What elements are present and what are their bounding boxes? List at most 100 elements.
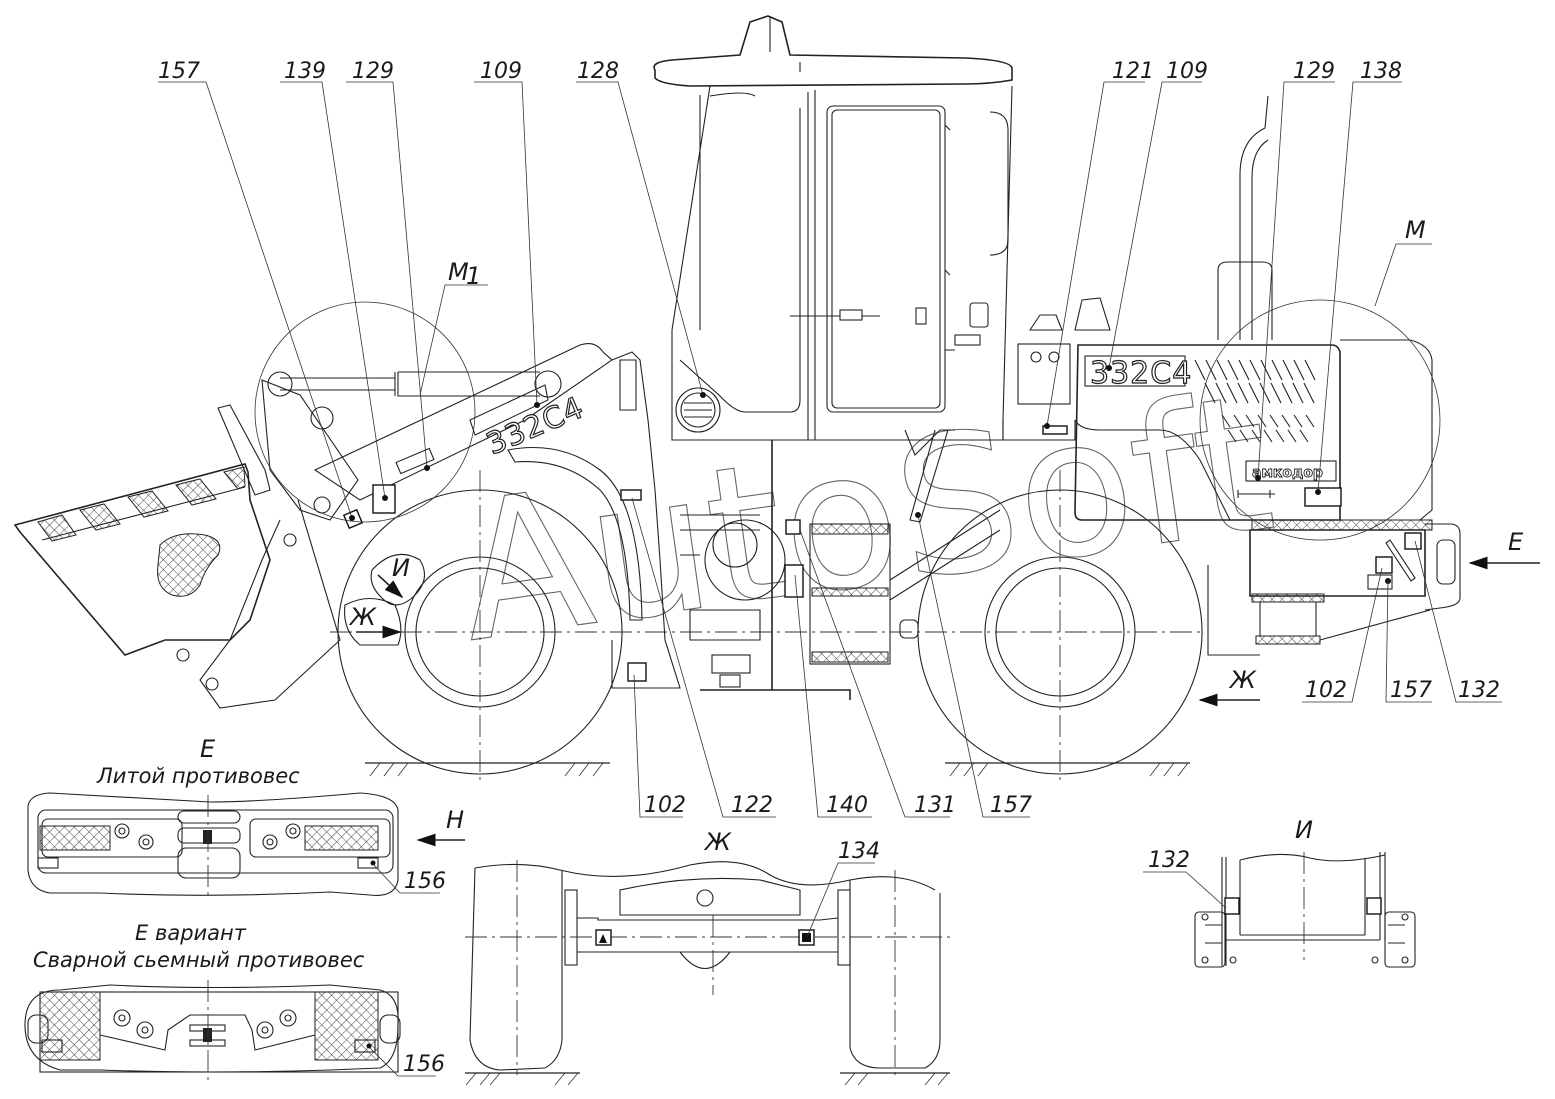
decal-122	[620, 489, 642, 501]
view-marker-i: И	[370, 553, 426, 606]
brand-plate-text: амкодор	[1252, 465, 1323, 481]
svg-text:134: 134	[838, 839, 880, 864]
svg-text:138: 138	[1360, 59, 1402, 84]
detail-circle-m1	[254, 301, 476, 523]
callouts-bottom: 102 122 140 131 157	[631, 497, 1032, 818]
svg-text:156: 156	[403, 1052, 445, 1077]
decal-138	[1304, 487, 1342, 507]
svg-text:Сварной сьемный противовес: Сварной сьемный противовес	[33, 948, 365, 972]
ground-front	[365, 762, 610, 777]
svg-text:102: 102	[644, 793, 686, 818]
cab	[653, 15, 1013, 441]
model-plate-rear-text: 332C4	[1090, 356, 1192, 391]
callouts-top: 157 139 129 109 128 121 109 129	[158, 59, 1402, 521]
decal-121	[1042, 425, 1068, 435]
callout-102-rear: 102	[1302, 567, 1383, 703]
svg-text:129: 129	[352, 59, 394, 84]
decal-156-e-welded	[354, 1039, 376, 1053]
decal-156-e-cast	[357, 857, 379, 869]
decal-102-front	[627, 662, 647, 682]
svg-text:132: 132	[1458, 678, 1500, 703]
svg-text:157: 157	[1390, 678, 1432, 703]
svg-text:139: 139	[284, 59, 326, 84]
view-marker-zh-front: Ж	[344, 597, 402, 646]
callout-129-left: 129	[346, 59, 430, 471]
callout-121: 121	[1044, 59, 1154, 429]
decal-131	[785, 519, 801, 535]
svg-text:121: 121	[1112, 59, 1154, 84]
center-frame	[680, 420, 1076, 700]
svg-text:1: 1	[466, 262, 481, 290]
callout-157-rear: 157	[1385, 580, 1432, 703]
svg-text:102: 102	[1305, 678, 1347, 703]
svg-text:M: M	[1405, 216, 1426, 244]
view-arrow-zh-rear: Ж	[1198, 666, 1260, 707]
view-arrow-e: E	[1468, 528, 1540, 570]
svg-text:156: 156	[404, 869, 446, 894]
svg-text:Н: Н	[446, 806, 464, 834]
svg-text:Ж: Ж	[1228, 666, 1257, 694]
svg-text:157: 157	[990, 793, 1032, 818]
svg-text:Литой противовес: Литой противовес	[96, 764, 300, 788]
rear-body: 332C4 амкодор	[1017, 95, 1461, 656]
svg-text:157: 157	[158, 59, 200, 84]
decal-102-rear	[1375, 556, 1393, 574]
callout-157-top: 157	[158, 59, 355, 521]
svg-text:M: M	[448, 258, 469, 286]
svg-text:109: 109	[480, 59, 522, 84]
callout-132-rear: 132	[1414, 540, 1502, 703]
decal-132-i-left	[1224, 897, 1240, 915]
svg-text:129: 129	[1293, 59, 1335, 84]
bucket-hazard-stripe	[37, 466, 246, 542]
loader-side-view: 332C4 амкодор	[13, 15, 1540, 780]
callout-122: 122	[631, 497, 776, 818]
svg-text:И: И	[392, 554, 410, 582]
view-arrow-n: Н	[416, 806, 465, 847]
decal-132-i-right	[1366, 897, 1382, 915]
svg-text:109: 109	[1166, 59, 1208, 84]
decal-132-rear	[1404, 532, 1422, 550]
svg-text:Ж: Ж	[703, 828, 732, 856]
svg-text:E: E	[200, 735, 216, 763]
svg-text:131: 131	[914, 793, 956, 818]
callout-102-front: 102	[633, 674, 686, 818]
view-e-welded-counterweight: E вариант Сварной сьемный противовес 156	[24, 921, 445, 1080]
callout-138: 138	[1315, 59, 1402, 495]
svg-text:И: И	[1295, 816, 1313, 844]
callout-140: 140	[794, 574, 872, 818]
detail-circle-m	[1199, 299, 1441, 541]
ground-rear	[945, 762, 1190, 777]
detail-label-m: M	[1374, 216, 1432, 307]
callout-139: 139	[280, 59, 388, 501]
callout-157-mid: 157	[915, 512, 1032, 818]
callout-109-left: 109	[474, 59, 540, 408]
decal-140	[784, 564, 804, 598]
svg-text:E: E	[1508, 528, 1524, 556]
view-zh-axle: Ж 134	[465, 828, 950, 1086]
bucket-hatch-patch	[157, 533, 221, 597]
view-e-cast-counterweight: E Литой противовес 156 Н	[27, 735, 465, 898]
view-i-detail: И 132	[1143, 816, 1416, 968]
callout-109-right: 109	[1106, 59, 1208, 371]
e-cast-hazard-left	[39, 825, 111, 851]
callouts-rear: 102 157 132	[1302, 540, 1502, 703]
svg-text:132: 132	[1148, 848, 1190, 873]
brand-plate: амкодор	[1245, 460, 1337, 482]
model-plate-rear: 332C4	[1084, 355, 1192, 392]
callout-131: 131	[799, 529, 956, 818]
decal-128-badge	[675, 387, 721, 433]
rear-wheel	[917, 470, 1203, 780]
callout-129-right: 129	[1255, 59, 1335, 481]
callout-128: 128	[576, 59, 706, 398]
bucket	[13, 404, 271, 656]
svg-text:140: 140	[826, 793, 868, 818]
e-cast-hazard-right	[304, 825, 379, 851]
svg-text:E вариант: E вариант	[135, 921, 247, 945]
hood-vent-grille	[1194, 359, 1316, 443]
svg-text:128: 128	[577, 59, 619, 84]
e-welded-hazard-left	[39, 991, 101, 1061]
svg-text:Ж: Ж	[348, 603, 377, 631]
svg-text:122: 122	[731, 793, 773, 818]
e-welded-hazard-right	[314, 991, 379, 1061]
